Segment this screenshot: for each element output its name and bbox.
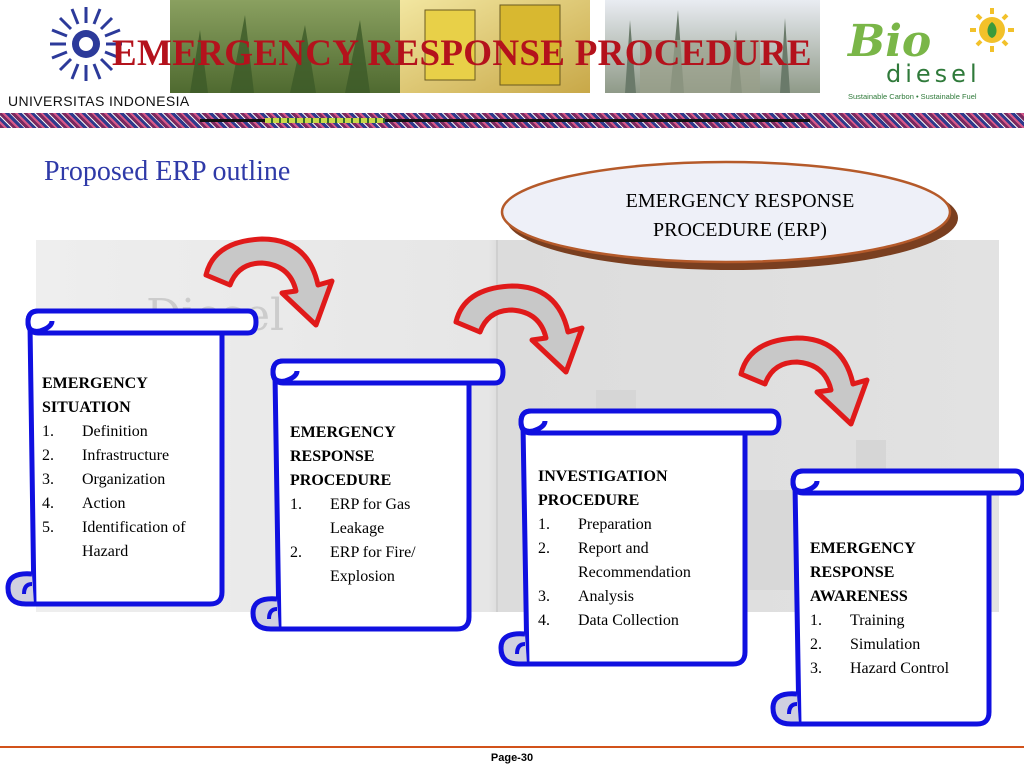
list-item-text: Simulation — [850, 636, 921, 653]
list-item: 4. Data Collection — [538, 609, 738, 633]
scroll-4-content: EMERGENCY RESPONSE AWARENESS 1. Training 2. Si… — [810, 537, 985, 681]
list-item-text: Analysis — [578, 588, 634, 605]
list-item-number: 3. — [538, 588, 550, 605]
list-item-number: 4. — [42, 495, 54, 512]
list-item-number: 5. — [42, 519, 54, 536]
curved-arrow-icon — [738, 335, 870, 427]
header-photo-banner — [170, 0, 820, 93]
scroll-4-shape — [770, 468, 1024, 727]
list-item-text: Hazard Control — [850, 660, 950, 677]
callout-line-1: EMERGENCY RESPONSE — [625, 190, 855, 212]
list-item-text: Training — [850, 612, 905, 629]
list-item-text: ERP for Gas Leakage — [330, 496, 411, 537]
scroll-3-shape — [498, 408, 782, 667]
scroll-3-content: INVESTIGATION PROCEDURE 1. Preparation 2. Rep… — [538, 465, 738, 633]
scroll-list: 1. Training 2. Simulation 3. Hazard Control — [810, 609, 985, 681]
list-item-number: 1. — [42, 423, 54, 440]
list-item-number: 4. — [538, 612, 550, 629]
scroll-title-line: PROCEDURE — [290, 472, 392, 489]
curved-arrow-icon — [453, 283, 585, 375]
band-divider — [200, 119, 810, 122]
scroll-1-shape — [5, 308, 259, 607]
scroll-1-content: EMERGENCY SITUATION 1. Definition 2. Infrastr… — [42, 372, 217, 564]
list-item-number: 1. — [538, 516, 550, 533]
list-item: 3. Hazard Control — [810, 657, 985, 681]
scroll-list: 1. Preparation 2. Report and Recommendation… — [538, 513, 738, 633]
list-item-number: 1. — [810, 612, 822, 629]
callout-line-2: PROCEDURE (ERP) — [653, 219, 827, 241]
page-number: Page-30 — [490, 752, 534, 764]
scroll-2-shape — [250, 358, 506, 632]
scroll-list: 1. Definition 2. Infrastructure 3. Organizati… — [42, 420, 217, 564]
biodiesel-tagline: Sustainable Carbon • Sustainable Fuel — [848, 92, 977, 101]
scroll-title-line: AWARENESS — [810, 588, 908, 605]
list-item: 2. Simulation — [810, 633, 985, 657]
list-item-text: Preparation — [578, 516, 652, 533]
svg-text:diesel: diesel — [886, 60, 981, 88]
list-item: 2. ERP for Fire/ Explosion — [290, 541, 460, 589]
list-item-number: 2. — [290, 544, 302, 561]
scroll-title-line: PROCEDURE — [538, 492, 640, 509]
list-item-number: 3. — [42, 471, 54, 488]
curved-arrow-icon — [203, 236, 335, 328]
list-item: 3. Analysis — [538, 585, 738, 609]
slide-subtitle: Proposed ERP outline — [44, 156, 291, 187]
list-item-number: 2. — [538, 540, 550, 557]
university-name: UNIVERSITAS INDONESIA — [8, 93, 190, 109]
list-item-text: Organization — [82, 471, 166, 488]
callout-text: EMERGENCY RESPONSE PROCEDURE (ERP) — [560, 187, 920, 245]
list-item: 2. Report and Recommendation — [538, 537, 738, 585]
scroll-title-line: RESPONSE — [290, 448, 375, 465]
university-logo — [50, 7, 122, 81]
band-accent — [265, 118, 385, 123]
biodiesel-logo-word: Bio — [846, 16, 931, 67]
list-item: 1. ERP for Gas Leakage — [290, 493, 460, 541]
scroll-title-line: EMERGENCY — [810, 540, 916, 557]
list-item-text: Definition — [82, 423, 148, 440]
scroll-title-line: EMERGENCY — [42, 375, 148, 392]
list-item-number: 2. — [810, 636, 822, 653]
scroll-list: 1. ERP for Gas Leakage 2. ERP for Fire/ Exp… — [290, 493, 460, 589]
list-item-text: Data Collection — [578, 612, 679, 629]
scroll-title-line: SITUATION — [42, 399, 131, 416]
callout-oval — [500, 160, 958, 270]
list-item: 5. Identification of Hazard — [42, 516, 217, 564]
list-item-text: Identification of Hazard — [82, 519, 186, 560]
list-item-number: 1. — [290, 496, 302, 513]
list-item-text: ERP for Fire/ Explosion — [330, 544, 416, 585]
list-item: 1. Preparation — [538, 513, 738, 537]
list-item: 1. Definition — [42, 420, 217, 444]
scroll-2-content: EMERGENCY RESPONSE PROCEDURE 1. ERP for Gas … — [290, 421, 460, 589]
list-item-number: 2. — [42, 447, 54, 464]
slide-title: EMERGENCY RESPONSE PROCEDURE — [112, 33, 812, 74]
biodiesel-logo: Bio diesel Sustainable Carbon • Sustaina… — [846, 8, 1014, 101]
list-item-text: Infrastructure — [82, 447, 170, 464]
scroll-title-line: RESPONSE — [810, 564, 895, 581]
scroll-title-line: INVESTIGATION — [538, 468, 668, 485]
list-item: 4. Action — [42, 492, 217, 516]
list-item: 2. Infrastructure — [42, 444, 217, 468]
footer-divider — [0, 746, 1024, 748]
list-item: 1. Training — [810, 609, 985, 633]
list-item: 3. Organization — [42, 468, 217, 492]
list-item-text: Report and Recommendation — [578, 540, 691, 581]
scroll-title-line: EMERGENCY — [290, 424, 396, 441]
list-item-text: Action — [82, 495, 126, 512]
list-item-number: 3. — [810, 660, 822, 677]
